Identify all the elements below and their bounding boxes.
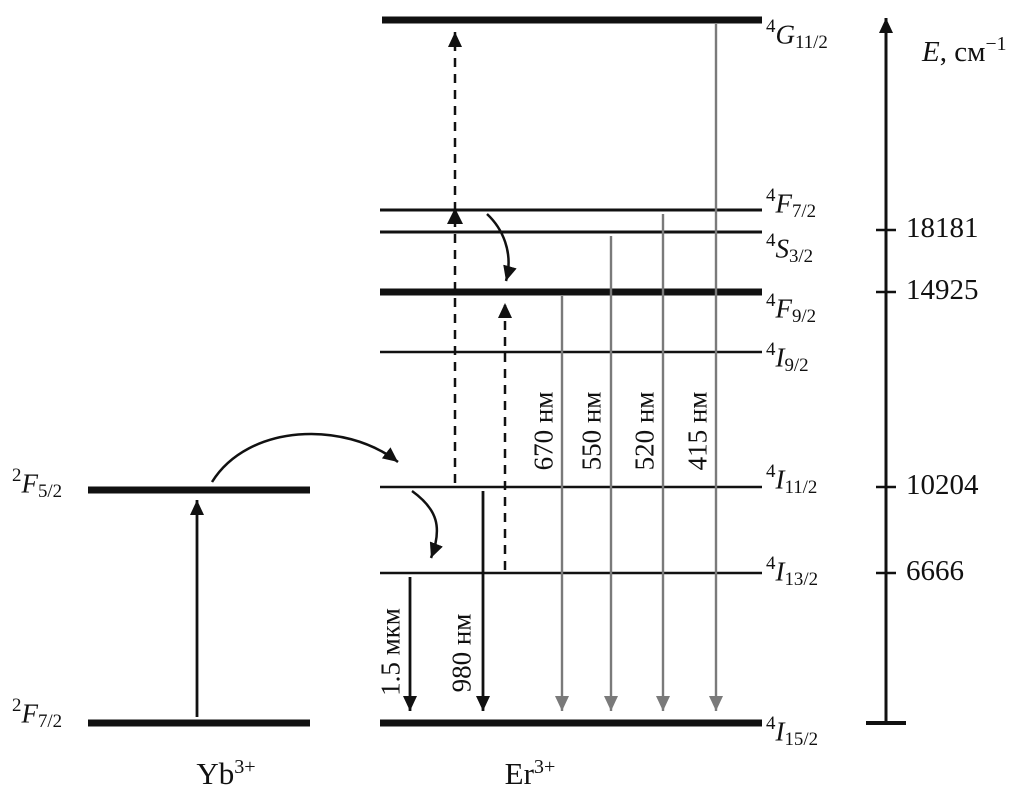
- energy-axis-label: E, см−1: [922, 33, 1007, 68]
- emission-label-520nm: 520 нм: [629, 391, 660, 471]
- er-level-label-4I13-2: 4I13/2: [766, 553, 819, 591]
- emission-label-415nm: 415 нм: [682, 391, 713, 471]
- term-sup: 4: [766, 185, 776, 206]
- term-letter: I: [775, 342, 785, 373]
- term-sup: 4: [766, 230, 776, 251]
- term-sub: 7/2: [791, 201, 817, 223]
- term-sup: 4: [766, 461, 776, 482]
- term-sup: 4: [766, 713, 776, 734]
- er-level-label-4G11-2: 4G11/2: [766, 16, 828, 54]
- er-level-label-4I9-2: 4I9/2: [766, 339, 809, 377]
- term-sub: 3/2: [788, 246, 814, 268]
- er-level-label-4F9-2: 4F9/2: [766, 290, 817, 328]
- ion-charge: 3+: [234, 756, 256, 778]
- er-level-label-4I11-2: 4I11/2: [766, 461, 818, 499]
- term-sub: 9/2: [784, 355, 809, 377]
- term-letter: I: [775, 464, 785, 495]
- term-sup: 2: [12, 695, 22, 716]
- term-sub: 13/2: [784, 569, 819, 591]
- emission-label-550nm: 550 нм: [576, 391, 607, 471]
- axis-tick-value-10204: 10204: [906, 469, 979, 501]
- term-sup: 4: [766, 16, 776, 37]
- term-letter: F: [775, 188, 792, 219]
- term-letter: F: [21, 468, 38, 499]
- yb-level-label-2F7-2: 2F7/2: [12, 695, 63, 733]
- term-sub: 9/2: [791, 306, 817, 328]
- er-level-label-4S3-2: 4S3/2: [766, 230, 814, 268]
- yb-ion-label: Yb3+: [196, 757, 255, 789]
- relaxation-arrow-4F7-4F9: [486, 213, 517, 282]
- emission-label-1500nm: 1.5 мкм: [375, 608, 406, 696]
- er-ion-label: Er3+: [505, 757, 556, 789]
- ion-charge: 3+: [533, 756, 556, 778]
- term-sup: 4: [766, 290, 776, 311]
- term-sub: 11/2: [784, 477, 818, 499]
- axis-tick-value-18181: 18181: [906, 212, 979, 244]
- term-sup: 4: [766, 553, 776, 574]
- term-sub: 7/2: [37, 711, 63, 733]
- relaxation-arrow-4I11-4I13: [411, 489, 443, 559]
- term-sub: 5/2: [37, 481, 63, 503]
- term-sub: 11/2: [794, 32, 828, 54]
- axis-tick-value-6666: 6666: [906, 555, 964, 587]
- axis-units: , см: [939, 35, 986, 68]
- emission-label-670nm: 670 нм: [528, 391, 559, 471]
- emission-label-980nm: 980 нм: [446, 613, 477, 693]
- er-level-label-4F7-2: 4F7/2: [766, 185, 817, 223]
- term-sup: 4: [766, 339, 776, 360]
- term-letter: I: [775, 716, 785, 747]
- er-level-label-4I15-2: 4I15/2: [766, 713, 819, 751]
- yb-level-label-2F5-2: 2F5/2: [12, 465, 63, 503]
- esa-arrowhead-at-4F7: [447, 208, 463, 224]
- axis-letter: E: [922, 35, 940, 68]
- ion-symbol: Er: [504, 756, 534, 792]
- term-sup: 2: [12, 465, 22, 486]
- ion-symbol: Yb: [196, 756, 235, 792]
- term-letter: G: [775, 19, 795, 50]
- term-letter: F: [775, 293, 792, 324]
- term-letter: I: [775, 556, 785, 587]
- term-sub: 15/2: [784, 729, 819, 751]
- axis-tick-value-14925: 14925: [906, 274, 979, 306]
- axis-units-exp: −1: [985, 33, 1007, 55]
- term-letter: S: [775, 233, 789, 264]
- energy-transfer-arrow: [210, 432, 399, 483]
- term-letter: F: [21, 698, 38, 729]
